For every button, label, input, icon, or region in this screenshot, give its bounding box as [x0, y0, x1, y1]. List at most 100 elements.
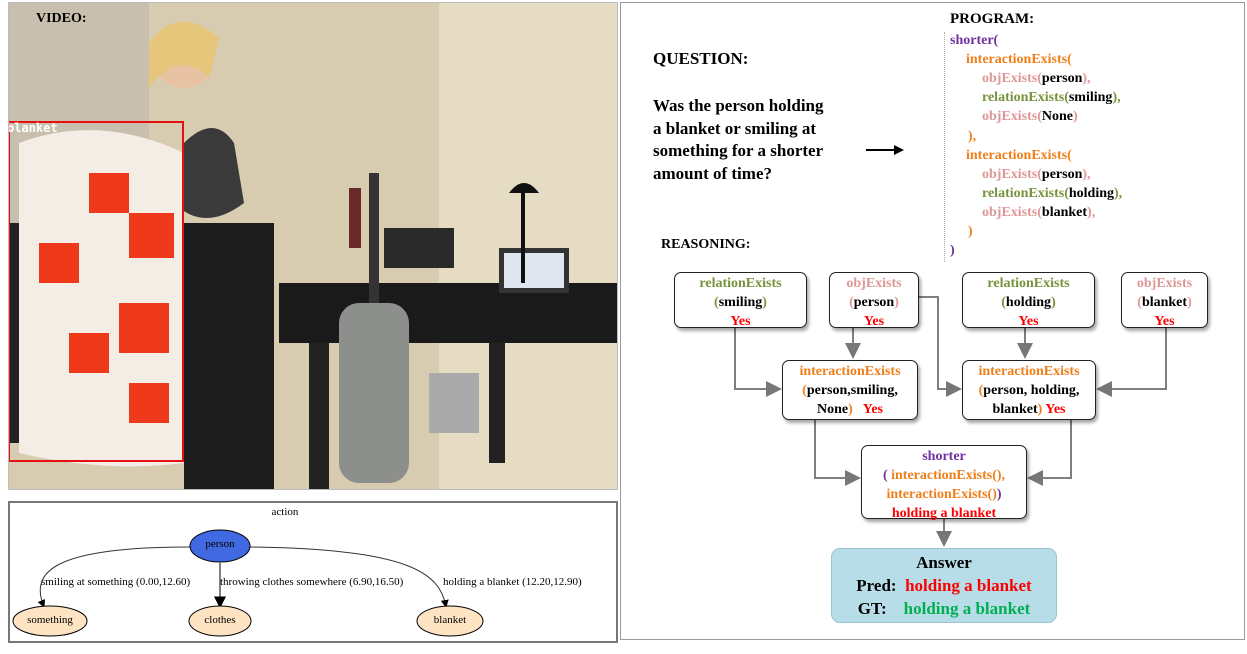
program-token: person [1041, 71, 1083, 87]
edge-holding [249, 546, 449, 608]
box-relation-holding: relationExists (holding) Yes [962, 272, 1095, 329]
video-scene [9, 3, 617, 489]
program-line: objExists(blanket), [982, 203, 1095, 222]
result: Yes [862, 402, 883, 417]
node-blanket [416, 605, 484, 637]
box-interaction-right: interactionExists (person, holding, blan… [962, 360, 1096, 420]
program-line: relationExists(smiling), [982, 88, 1121, 107]
program-token: ), [1082, 71, 1091, 87]
program-line: objExists(person), [982, 165, 1091, 184]
video-frame: VIDEO: blanket [8, 2, 618, 490]
fn-arg: blanket [992, 402, 1038, 417]
program-token: shorter( [950, 33, 999, 48]
program-token: None [1041, 109, 1074, 125]
program-label: PROGRAM: [950, 11, 1035, 27]
node-blanket-label: blanket [433, 614, 467, 626]
scene-graph: action person something clothes blanket … [8, 501, 618, 643]
fn-name: relationExists [987, 276, 1070, 291]
program-token: ) [968, 224, 973, 239]
box-shorter: shorter ( interactionExists(), interacti… [861, 445, 1027, 521]
bbox-label: blanket [8, 121, 58, 135]
program-divider [944, 32, 945, 262]
gt-value: holding a blanket [903, 599, 1031, 618]
program-token: objExists( [982, 166, 1042, 182]
result: holding a blanket [891, 506, 997, 521]
edge-label: holding a blanket (12.20,12.90) [443, 576, 582, 588]
node-something [12, 605, 88, 637]
video-label: VIDEO: [36, 11, 87, 26]
edge-label: throwing clothes somewhere (6.90,16.50) [220, 576, 404, 588]
program-line: ) [968, 222, 973, 241]
program-token: holding [1068, 185, 1114, 201]
program-line: shorter( [950, 31, 998, 50]
graph-title: action [271, 506, 299, 518]
result: Yes [1154, 314, 1175, 329]
program-token: blanket [1041, 204, 1088, 220]
fn-name: relationExists [699, 276, 782, 291]
question-line: something for a shorter [653, 141, 824, 160]
pred-value: holding a blanket [905, 576, 1032, 595]
program-line: relationExists(holding), [982, 184, 1122, 203]
question-label: QUESTION: [653, 49, 749, 68]
pred-label: Pred: [856, 576, 897, 595]
fn-arg: blanket [1141, 295, 1188, 310]
box-interaction-left: interactionExists (person,smiling, None)… [782, 360, 918, 420]
result: Yes [1018, 314, 1039, 329]
program-line: objExists(None) [982, 107, 1078, 126]
result: Yes [1045, 402, 1066, 417]
fn-name: interactionExists [978, 364, 1080, 379]
program-line: objExists(person), [982, 69, 1091, 88]
program-token: smiling [1068, 90, 1113, 106]
program-line: ) [950, 241, 955, 260]
right-arrow-icon [866, 145, 904, 155]
answer-title: Answer [916, 553, 972, 572]
reasoning-label: REASONING: [661, 237, 751, 252]
fn-name: interactionExists [799, 364, 901, 379]
graph-edges [12, 529, 484, 637]
program-line: interactionExists( [966, 146, 1072, 165]
answer-box: Answer Pred: holding a blanket GT: holdi… [831, 548, 1057, 623]
program-token: ), [968, 128, 977, 144]
program-token: objExists( [982, 109, 1042, 125]
node-clothes-label: clothes [204, 614, 236, 626]
program-token: ), [1087, 204, 1096, 220]
question-line: amount of time? [653, 163, 772, 183]
program-token: objExists( [982, 204, 1042, 220]
box-obj-blanket: objExists (blanket) Yes [1121, 272, 1208, 329]
program-token: ) [1073, 109, 1078, 125]
question-line: a blanket or smiling at [653, 118, 817, 138]
edge-smiling [37, 546, 191, 608]
edge-label: smiling at something (0.00,12.60) [41, 576, 191, 588]
question-text: Was the person holding a blanket or smil… [653, 95, 824, 185]
fn-name: objExists [846, 276, 902, 291]
node-person-label: person [205, 538, 235, 550]
program-token: ), [1112, 90, 1121, 106]
program-token: ), [1114, 185, 1123, 201]
fn-arg: interactionExists(), [891, 468, 1006, 483]
reasoning-panel [620, 2, 1245, 640]
program-line: interactionExists( [966, 50, 1072, 69]
question-line: Was the person holding [653, 96, 824, 115]
box-relation-smiling: relationExists (smiling) Yes [674, 272, 807, 329]
fn-arg: person,smiling, [806, 383, 898, 398]
fn-arg: person [853, 295, 895, 310]
fn-arg: interactionExists() [886, 487, 997, 502]
fn-arg: None [816, 402, 849, 417]
program-token: interactionExists( [966, 52, 1072, 68]
program-token: ) [950, 243, 955, 259]
node-clothes [188, 605, 252, 637]
fn-name: objExists [1136, 276, 1193, 291]
program-token: relationExists( [982, 185, 1069, 201]
gt-label: GT: [857, 599, 887, 618]
node-person [189, 529, 251, 563]
node-something-label: something [27, 614, 73, 626]
box-obj-person: objExists (person) Yes [829, 272, 919, 329]
result: Yes [730, 314, 751, 329]
program-line: ), [968, 127, 976, 146]
fn-name: shorter [922, 449, 966, 464]
fn-arg: holding [1005, 295, 1052, 310]
fn-arg: smiling [718, 295, 763, 310]
program-token: person [1041, 166, 1083, 182]
fn-arg: person, holding, [983, 383, 1080, 398]
